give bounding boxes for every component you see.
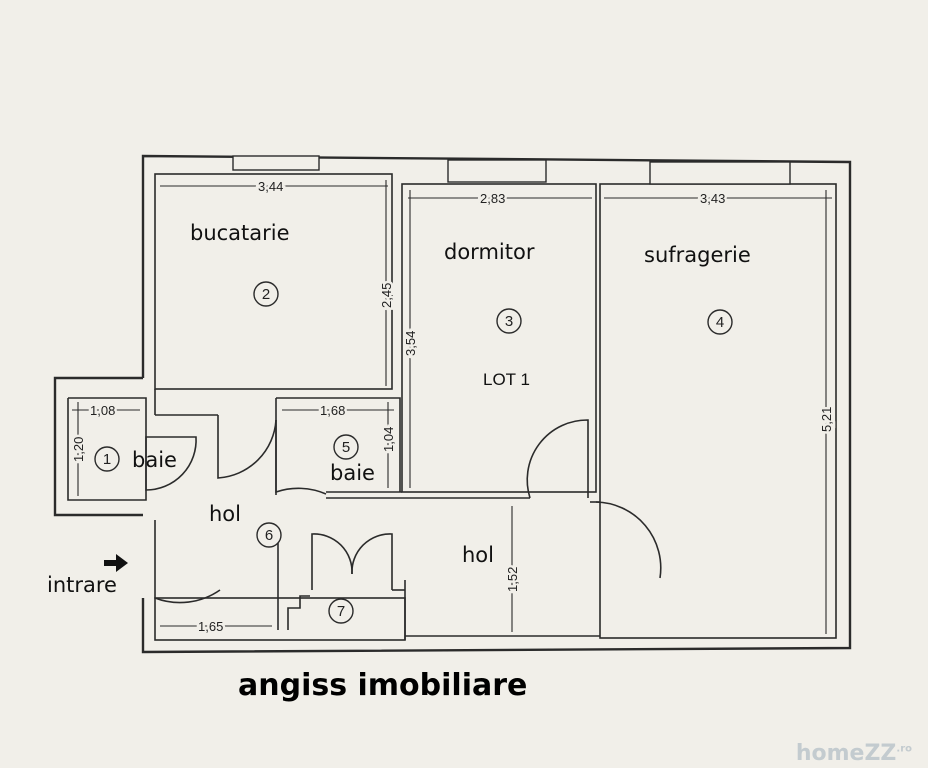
room-numbers: 1 2 3 4 5 6 7 bbox=[94, 281, 733, 624]
room-label-baie-5: baie bbox=[330, 461, 375, 485]
room-number-5: 5 bbox=[342, 439, 350, 456]
room-number-7-circle bbox=[328, 598, 354, 624]
room-label-intrare: intrare bbox=[47, 573, 117, 597]
room-labels: bucatarie dormitor sufragerie baie baie … bbox=[47, 221, 751, 597]
inner-walls bbox=[67, 183, 837, 641]
room-number-4-circle bbox=[707, 309, 733, 335]
lot-label: LOT 1 bbox=[483, 370, 530, 389]
dim-dormitor-width: 2,83 bbox=[480, 191, 505, 206]
brand-caption: angiss imobiliare bbox=[238, 668, 528, 703]
room-number-6: 6 bbox=[265, 527, 273, 544]
room-label-dormitor: dormitor bbox=[444, 240, 535, 264]
site-watermark: homeZZ.ro bbox=[796, 741, 912, 766]
dimension-labels: 3,44 2,45 2,83 3,54 3,43 5,21 1,08 1,20 … bbox=[69, 177, 837, 637]
outer-walls bbox=[53, 154, 852, 654]
watermark-text: homeZZ bbox=[795, 741, 897, 766]
dim-hol-height: 1,52 bbox=[505, 567, 520, 592]
room-number-2-circle bbox=[253, 281, 279, 307]
dim-bucatarie-width: 3,44 bbox=[258, 179, 283, 194]
dim-baie5-height: 1,04 bbox=[381, 427, 396, 452]
dim-hol-width: 1,65 bbox=[198, 619, 223, 634]
room-number-3-circle bbox=[496, 308, 522, 334]
room-number-4: 4 bbox=[716, 314, 724, 331]
room-number-2: 2 bbox=[262, 286, 270, 303]
room-label-baie-1: baie bbox=[132, 448, 177, 472]
room-label-bucatarie: bucatarie bbox=[190, 221, 290, 245]
dim-dormitor-height: 3,54 bbox=[403, 331, 418, 356]
room-number-5-circle bbox=[333, 434, 359, 460]
windows bbox=[232, 155, 791, 185]
dim-baie1-height: 1,20 bbox=[71, 437, 86, 462]
watermark-suffix: .ro bbox=[896, 743, 912, 755]
room-number-1-circle bbox=[94, 446, 120, 472]
dimension-lines bbox=[72, 180, 832, 634]
room-number-7: 7 bbox=[337, 603, 345, 620]
room-label-sufragerie: sufragerie bbox=[644, 243, 751, 267]
room-label-hol: hol bbox=[462, 543, 494, 567]
room-number-6-circle bbox=[256, 522, 282, 548]
dim-sufragerie-height: 5,21 bbox=[819, 407, 834, 432]
room-number-1: 1 bbox=[103, 451, 111, 468]
dim-baie1-width: 1,08 bbox=[90, 403, 115, 418]
arrow-right-icon bbox=[104, 554, 128, 572]
doors bbox=[145, 415, 662, 630]
room-number-3: 3 bbox=[505, 313, 513, 330]
dim-bucatarie-height: 2,45 bbox=[379, 283, 394, 308]
dim-baie5-width: 1,68 bbox=[320, 403, 345, 418]
room-label-hol-6: hol bbox=[209, 502, 241, 526]
dim-sufragerie-width: 3,43 bbox=[700, 191, 725, 206]
